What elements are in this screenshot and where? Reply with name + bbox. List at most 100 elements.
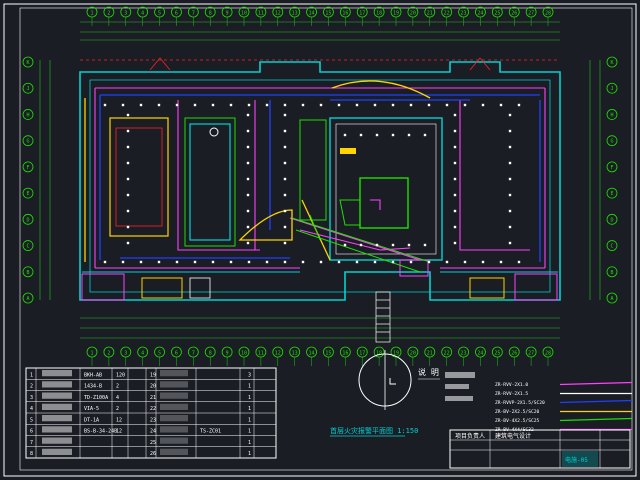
axis-label: 20 xyxy=(410,351,416,357)
north-arrow xyxy=(358,350,412,410)
detector-dot xyxy=(193,260,197,264)
detector-dot xyxy=(407,243,411,247)
detector-dot xyxy=(283,241,287,245)
smoke-detectors xyxy=(103,103,521,264)
legend-cell: 8 xyxy=(30,451,33,457)
axis-label: D xyxy=(26,217,29,223)
legend-symbol xyxy=(160,426,188,433)
axis-bubble xyxy=(475,346,486,358)
detector-dot xyxy=(157,103,161,107)
axis-label: 18 xyxy=(376,351,382,357)
detector-dot xyxy=(391,103,395,107)
detector-dot xyxy=(481,260,485,264)
axis-label: G xyxy=(26,139,29,145)
axis-bubble xyxy=(390,346,402,358)
detector-dot xyxy=(517,260,521,264)
axis-label: 11 xyxy=(258,351,264,357)
axis-bubble xyxy=(22,161,34,173)
axis-bubble xyxy=(407,6,419,18)
axis-label: B xyxy=(610,270,613,276)
detector-dot xyxy=(283,113,287,117)
detector-dot xyxy=(337,260,341,264)
axis-label: E xyxy=(26,191,29,197)
legend-symbol xyxy=(42,381,72,388)
axis-bubble xyxy=(606,161,618,173)
axis-label: G xyxy=(610,139,613,145)
detector-dot xyxy=(453,129,457,133)
axis-label: 17 xyxy=(359,11,365,17)
detector-dot xyxy=(453,193,457,197)
axis-bubble xyxy=(525,346,537,358)
legend-symbol xyxy=(42,448,72,455)
axis-bubble xyxy=(187,6,199,18)
axis-bubble xyxy=(475,6,486,18)
detector-dot xyxy=(453,145,457,149)
axis-bubble xyxy=(458,6,469,18)
interior-rooms xyxy=(81,117,558,301)
axis-bubble xyxy=(22,109,34,120)
panel-symbol xyxy=(209,127,219,137)
axis-label: H xyxy=(610,112,613,118)
detector-dot xyxy=(499,103,503,107)
axis-bubble xyxy=(22,82,34,94)
axis-bubble xyxy=(221,6,233,18)
axis-label: J xyxy=(610,86,613,92)
axis-label: 16 xyxy=(342,351,348,357)
detector-dot xyxy=(121,103,125,107)
detector-dot xyxy=(283,209,287,213)
cable-label: ZR-RVV-2X1.0 xyxy=(495,382,528,388)
axis-label: 23 xyxy=(461,351,467,357)
axis-bubble xyxy=(154,6,165,18)
axis-label: A xyxy=(26,296,29,302)
legend-cell: 26 xyxy=(150,451,156,457)
detector-dot xyxy=(373,260,377,264)
axis-label: K xyxy=(610,60,613,66)
axis-bubble xyxy=(323,346,334,358)
detector-dot xyxy=(246,129,250,133)
detector-dot xyxy=(423,133,427,137)
legend-cell: 19 xyxy=(150,372,156,378)
detector-dot xyxy=(508,193,512,197)
detector-dot xyxy=(126,129,130,133)
axis-label: 2 xyxy=(107,351,110,357)
detector-dot xyxy=(301,103,305,107)
designer-label: 项目负责人 xyxy=(455,432,485,440)
legend-cell: BS-B-34-24B xyxy=(84,429,117,435)
detector-dot xyxy=(246,177,250,181)
detector-dot xyxy=(508,177,512,181)
detector-dot xyxy=(359,133,363,137)
axis-label: C xyxy=(26,244,29,250)
detector-dot xyxy=(211,260,215,264)
detector-dot xyxy=(453,209,457,213)
axis-bubble xyxy=(204,6,216,18)
legend-symbol xyxy=(42,426,72,433)
detector-dot xyxy=(355,103,359,107)
axis-label: 24 xyxy=(477,351,483,357)
entrance-stair xyxy=(375,291,391,343)
detector-dot xyxy=(463,103,467,107)
axis-label: 19 xyxy=(393,11,399,17)
legend-cell: 12 xyxy=(116,429,122,435)
legend-symbol xyxy=(160,437,188,444)
detector-dot xyxy=(283,177,287,181)
axis-label: 27 xyxy=(528,11,534,17)
axis-bubble xyxy=(458,346,469,358)
axis-bubble xyxy=(137,346,149,358)
detector-dot xyxy=(375,133,379,137)
axis-bubble xyxy=(22,187,34,199)
axis-label: F xyxy=(610,165,613,171)
legend-symbol xyxy=(160,392,188,399)
detector-dot xyxy=(157,260,161,264)
legend-cell: 7 xyxy=(30,440,33,446)
axis-label: 11 xyxy=(258,11,264,17)
axis-label: 9 xyxy=(226,11,229,17)
axis-bubble xyxy=(204,346,216,358)
notes-title: 说 明 xyxy=(418,367,439,377)
detector-dot xyxy=(175,103,179,107)
detector-dot xyxy=(211,103,215,107)
detector-dot xyxy=(463,260,467,264)
detector-dot xyxy=(126,161,130,165)
legend-symbol xyxy=(160,403,188,410)
axis-label: 28 xyxy=(545,11,551,17)
